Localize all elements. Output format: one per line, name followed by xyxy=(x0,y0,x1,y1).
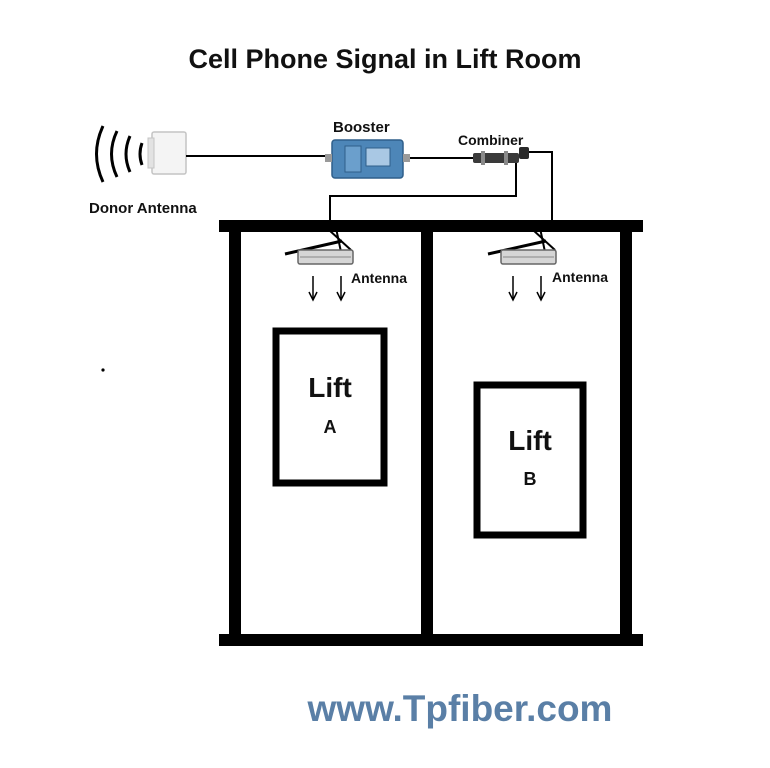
lift-b-car xyxy=(473,381,587,539)
donor-antenna-label: Donor Antenna xyxy=(89,200,197,217)
signal-waves-icon xyxy=(95,125,144,183)
arrow-down-icon xyxy=(508,276,546,302)
lift-a-letter: A xyxy=(323,417,337,437)
ceiling-antenna-a xyxy=(284,227,354,265)
website-watermark: www.Tpfiber.com xyxy=(307,688,613,729)
combiner-label: Combiner xyxy=(458,132,524,148)
antenna-b-label: Antenna xyxy=(552,269,608,285)
lift-b-name: Lift xyxy=(508,425,552,456)
diagram-title: Cell Phone Signal in Lift Room xyxy=(188,44,582,74)
cables xyxy=(186,151,553,220)
combiner-device xyxy=(473,147,529,165)
stray-dot xyxy=(101,368,105,372)
antenna-a-label: Antenna xyxy=(351,270,407,286)
lift-a-car xyxy=(272,327,388,487)
booster-device xyxy=(325,139,410,179)
shaft-structure xyxy=(219,220,643,646)
lift-b-letter: B xyxy=(523,469,537,489)
arrow-down-icon xyxy=(308,276,346,302)
booster-label: Booster xyxy=(333,119,390,136)
donor-antenna xyxy=(147,131,187,175)
ceiling-antenna-b xyxy=(487,227,557,265)
lift-a-name: Lift xyxy=(308,372,352,403)
